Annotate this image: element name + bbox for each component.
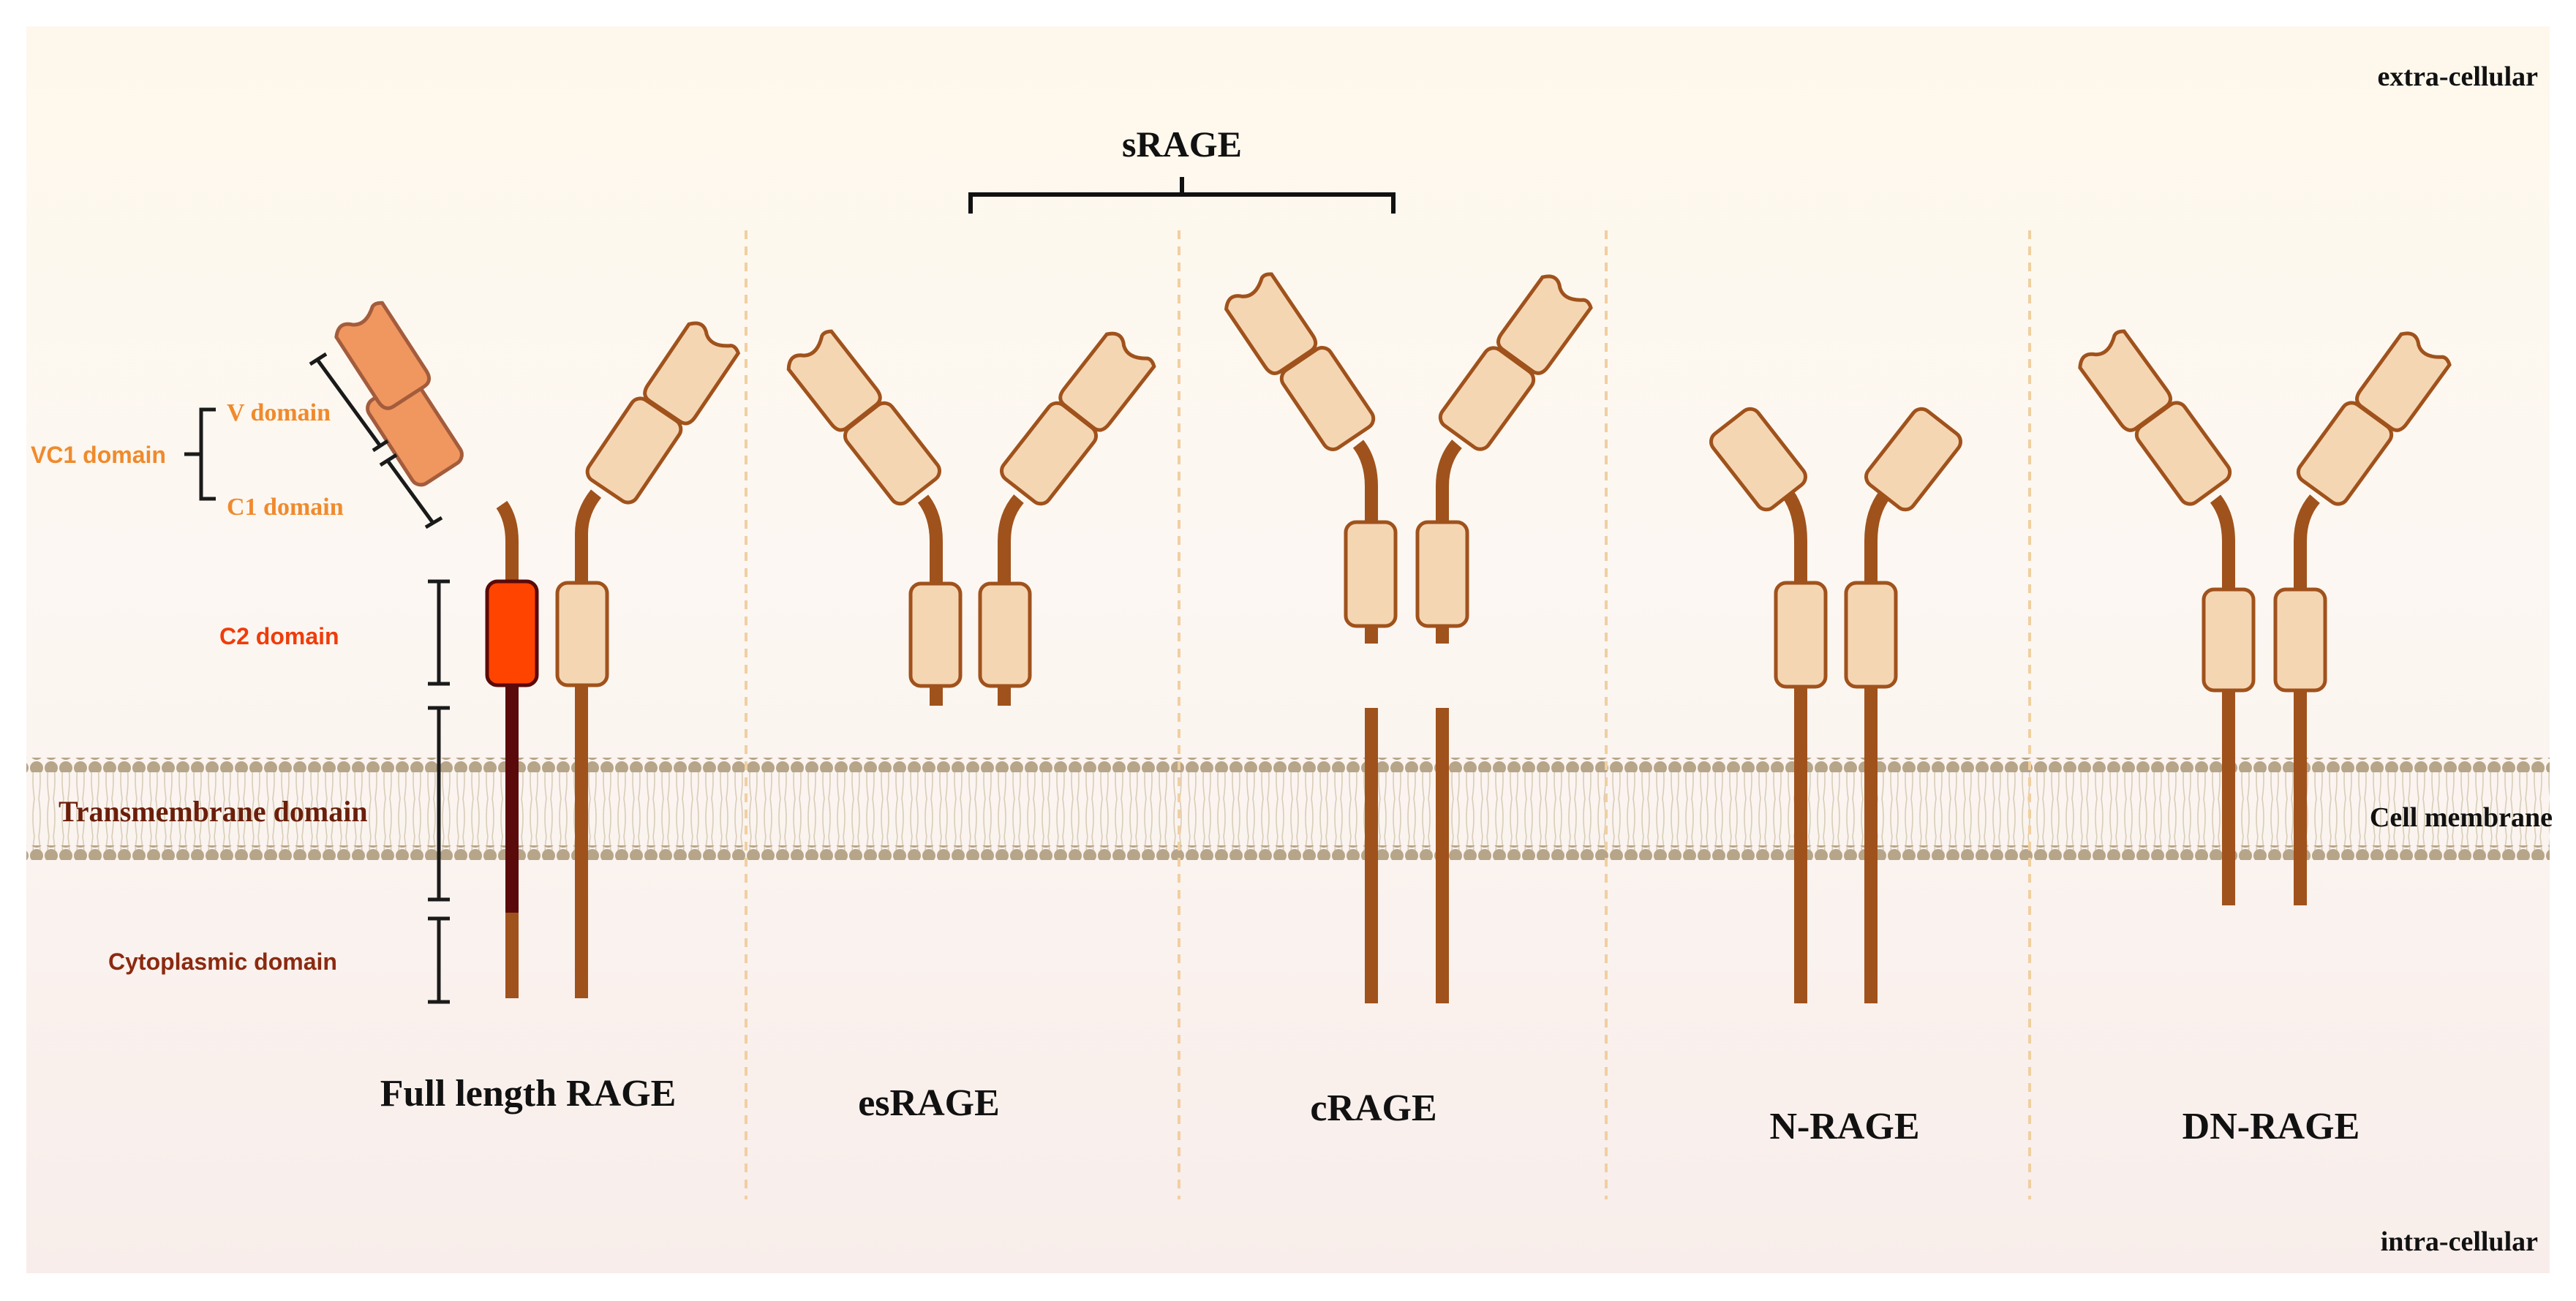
c2-domain [555,581,609,687]
isoform-label-dn-rage: DN-RAGE [2183,1106,2360,1147]
cytoplasmic-domain-label: Cytoplasmic domain [108,949,337,975]
crage [1224,272,1593,1003]
diagram-background [26,26,2550,1273]
full-length-rage-right-arm [555,321,741,998]
v-domain-label: V domain [227,399,331,426]
cell-membrane-label: Cell membrane [2370,802,2553,833]
transmembrane-domain-label: Transmembrane domain [59,795,368,828]
isoform-label-crage: cRAGE [1310,1087,1436,1129]
vc1-domain-label: VC1 domain [31,442,166,468]
full-length-rage [334,301,741,998]
c2-domain-label: C2 domain [219,623,339,649]
isoform-label-n-rage: N-RAGE [1769,1106,1919,1147]
c2-domain-highlighted [485,579,539,687]
domain-brackets [184,352,450,1004]
cell-membrane-bilayer [26,758,2550,860]
srage-bracket [968,177,1396,214]
full-length-rage-left-arm [334,301,539,998]
extra-cellular-label: extra-cellular [2378,61,2539,92]
dn-rage [2078,329,2452,905]
isoform-dividers [745,230,2031,1199]
intra-cellular-label: intra-cellular [2381,1226,2538,1257]
n-rage [1709,407,1962,1003]
v-domain-highlighted [334,301,431,410]
srage-label: sRAGE [1122,124,1242,165]
esrage [786,329,1156,706]
isoform-label-full-length-rage: Full length RAGE [380,1073,677,1115]
c1-domain-label: C1 domain [227,494,344,521]
isoform-label-esrage: esRAGE [858,1082,1000,1124]
